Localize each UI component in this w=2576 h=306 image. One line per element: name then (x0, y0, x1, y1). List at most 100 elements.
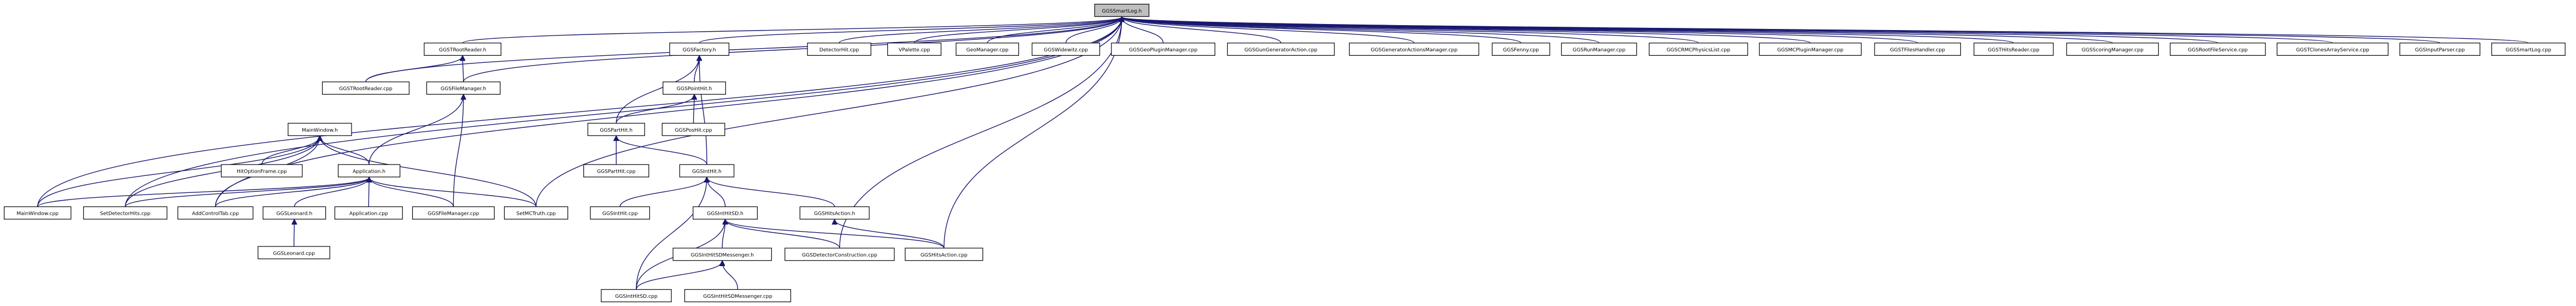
node-box (2399, 43, 2480, 56)
node-box (1227, 43, 1335, 56)
edge-GGSLeonard_h-to-GGSLeonard_cpp (294, 220, 295, 247)
graph-node[interactable]: SetMCTruth.cpp (504, 206, 569, 220)
graph-node[interactable]: GGSCRMCPhysicsList.cpp (1648, 43, 1748, 56)
node-box (784, 248, 895, 261)
graph-node[interactable]: Application.h (337, 164, 401, 178)
graph-node[interactable]: GGSInputParser.cpp (2399, 43, 2480, 56)
graph-node[interactable]: GGSLeonard.cpp (257, 246, 330, 260)
graph-node[interactable]: GGSDetectorConstruction.cpp (784, 248, 895, 261)
graph-node[interactable]: Application.cpp (334, 206, 403, 220)
graph-node[interactable]: GGSGeneratorActionsManager.cpp (1349, 43, 1479, 56)
edge-GGSSmartLog_h-to-GGSDetectorConstruction_cpp (839, 17, 1122, 249)
graph-node[interactable]: GGSTFilesHandler.cpp (1874, 43, 1961, 56)
node-label: GGSSmartLog.cpp (2505, 47, 2551, 53)
graph-node[interactable]: GGSPartHit.h (587, 122, 645, 136)
edge-GGSSmartLog_h-to-VPalette_cpp (914, 17, 1122, 44)
graph-node[interactable]: GGSIntHitSD.h (693, 206, 758, 220)
graph-node[interactable]: GGSFileManager.h (426, 81, 501, 95)
node-label: GGSFileManager.h (441, 86, 487, 92)
node-label: GGSGeneratorActionsManager.cpp (1371, 47, 1457, 53)
edge-MainWindow_h-to-SetMCTruth_cpp (320, 136, 537, 207)
graph-node[interactable]: GGSFileManager.cpp (412, 206, 495, 220)
graph-node[interactable]: DetectorHit.cpp (807, 43, 871, 56)
node-box (590, 206, 650, 220)
graph-node[interactable]: MainWindow.cpp (4, 206, 72, 220)
node-box (337, 164, 401, 178)
node-box (807, 43, 871, 56)
node-label: GGSTRootReader.h (439, 47, 487, 53)
edge-MainWindow_h-to-HitOptionFrame_cpp (261, 136, 320, 165)
node-label: GGSFileManager.cpp (428, 211, 479, 217)
edge-GGSIntHit_h-to-GGSIntHitSD_h (707, 178, 726, 207)
edge-GGSSmartLog_h-to-GGSCRMCPhysicsList_cpp (1122, 17, 1699, 44)
graph-node[interactable]: GGSTRootReader.cpp (321, 81, 410, 95)
node-label: GGSTFilesHandler.cpp (1890, 47, 1945, 53)
graph-node[interactable]: GGSTHitsReader.cpp (1974, 43, 2054, 56)
graph-node[interactable]: GGSHitsAction.cpp (905, 248, 983, 261)
edge-GGSFileManager_h-to-GGSFileManager_cpp (453, 95, 463, 207)
node-label: DetectorHit.cpp (819, 47, 859, 53)
graph-node[interactable]: GGSIntHitSDMessenger.cpp (684, 289, 792, 303)
node-label: GGSDetectorConstruction.cpp (802, 252, 877, 258)
edge-MainWindow_h-to-Application_h (320, 136, 370, 165)
graph-node[interactable]: GGSRunManager.cpp (1561, 43, 1637, 56)
node-label: GGSGunGeneratorAction.cpp (1244, 47, 1318, 53)
graph-node[interactable]: GGSPointHit.h (663, 81, 726, 95)
edge-GGSPointHit_h-to-GGSPartHit_h (616, 95, 694, 123)
node-label: GGSHitsAction.cpp (921, 252, 968, 258)
graph-node[interactable]: SetDetectorHits.cpp (83, 206, 168, 220)
graph-node[interactable]: GGSIntHitSD.cpp (601, 289, 672, 303)
node-box (2170, 43, 2266, 56)
node-label: GeoManager.cpp (967, 47, 1009, 53)
node-label: GGSLeonard.h (277, 211, 313, 217)
graph-node[interactable]: GGSFactory.h (669, 43, 730, 56)
graph-node[interactable]: GGSScoringManager.cpp (2066, 43, 2159, 56)
graph-node[interactable]: GGSGeoPluginManager.cpp (1111, 43, 1215, 56)
node-box (2276, 43, 2388, 56)
graph-node[interactable]: GGSIntHit.cpp (590, 206, 650, 220)
node-label: GGSSmartLog.h (1102, 8, 1142, 14)
node-label: GGSPosHit.cpp (675, 127, 712, 133)
edge-GGSPointHit_h-to-GGSPosHit_cpp (693, 95, 694, 123)
graph-node[interactable]: AddControlTab.cpp (177, 206, 254, 220)
edge-GGSSmartLog_h-to-GGSFactory_h (699, 17, 1122, 44)
graph-node[interactable]: GGSMCPluginManager.cpp (1759, 43, 1862, 56)
graph-node[interactable]: GGSFenny.cpp (1491, 43, 1550, 56)
node-box (661, 122, 725, 136)
node-label: SetDetectorHits.cpp (100, 211, 150, 217)
edge-GGSHitsAction_h-to-GGSHitsAction_cpp (835, 220, 945, 249)
graph-node[interactable]: GGSSmartLog.cpp (2491, 43, 2566, 56)
graph-node[interactable]: VPalette.cpp (887, 43, 941, 56)
node-box (424, 43, 502, 56)
edge-GGSSmartLog_h-to-GGSFenny_cpp (1122, 17, 1521, 44)
node-box (426, 81, 501, 95)
edge-MainWindow_h-to-MainWindow_cpp (37, 136, 320, 207)
graph-node[interactable]: GGSPartHit.cpp (583, 164, 649, 178)
node-box (257, 246, 330, 260)
edge-GGSSmartLog_h-to-GGSRootFileService_cpp (1122, 17, 2218, 44)
nodes-layer: GGSSmartLog.hGGSTRootReader.hGGSTRootRea… (4, 3, 2566, 303)
node-label: GGSRootFileService.cpp (2188, 47, 2248, 53)
graph-node[interactable]: GGSSmartLog.h (1094, 3, 1150, 17)
graph-node[interactable]: GGSPosHit.cpp (661, 122, 725, 136)
graph-node[interactable]: MainWindow.h (288, 122, 352, 136)
node-label: VPalette.cpp (899, 47, 930, 53)
graph-node[interactable]: GGSIntHit.h (679, 164, 735, 178)
graph-node[interactable]: GGSIntHitSDMessenger.h (672, 248, 772, 261)
node-box (2491, 43, 2566, 56)
node-box (583, 164, 649, 178)
node-box (663, 81, 726, 95)
graph-node[interactable]: GGSGunGeneratorAction.cpp (1227, 43, 1335, 56)
edge-GGSIntHit_h-to-GGSHitsAction_h (707, 178, 835, 207)
graph-node[interactable]: GGSWidewitz.cpp (1032, 43, 1100, 56)
graph-node[interactable]: GGSTClonesArrayService.cpp (2276, 43, 2388, 56)
node-label: GGSFenny.cpp (1503, 47, 1539, 53)
graph-node[interactable]: GeoManager.cpp (956, 43, 1020, 56)
graph-node[interactable]: GGSHitsAction.h (799, 206, 870, 220)
graph-node[interactable]: GGSRootFileService.cpp (2170, 43, 2266, 56)
graph-node[interactable]: GGSLeonard.h (262, 206, 326, 220)
edge-Application_h-to-SetMCTruth_cpp (369, 178, 537, 207)
graph-node[interactable]: HitOptionFrame.cpp (221, 164, 303, 178)
graph-node[interactable]: GGSTRootReader.h (424, 43, 502, 56)
node-box (684, 289, 792, 303)
